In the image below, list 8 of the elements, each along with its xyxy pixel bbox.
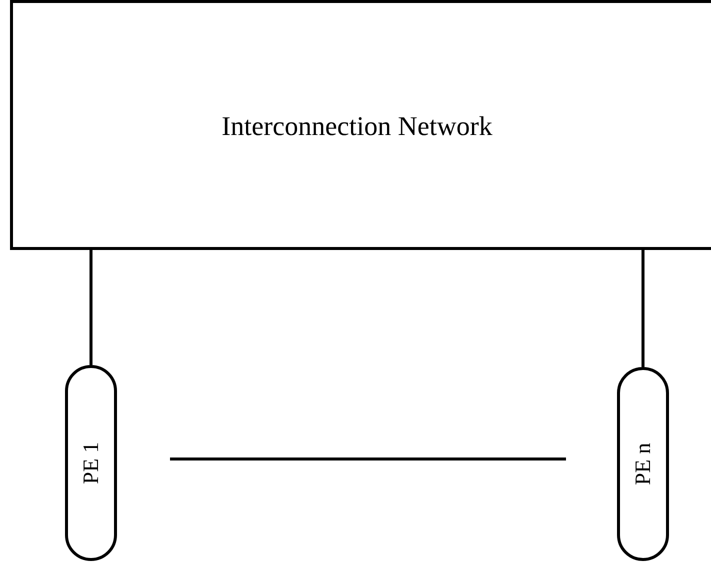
connector-line [90, 250, 92, 365]
label: PE n [630, 442, 656, 486]
label: PE 1 [78, 442, 104, 484]
connector-line [642, 250, 644, 367]
network-box [10, 0, 711, 250]
processing-element-capsule [617, 367, 669, 561]
label: Interconnection Network [222, 111, 492, 142]
processing-element-capsule [65, 365, 117, 561]
